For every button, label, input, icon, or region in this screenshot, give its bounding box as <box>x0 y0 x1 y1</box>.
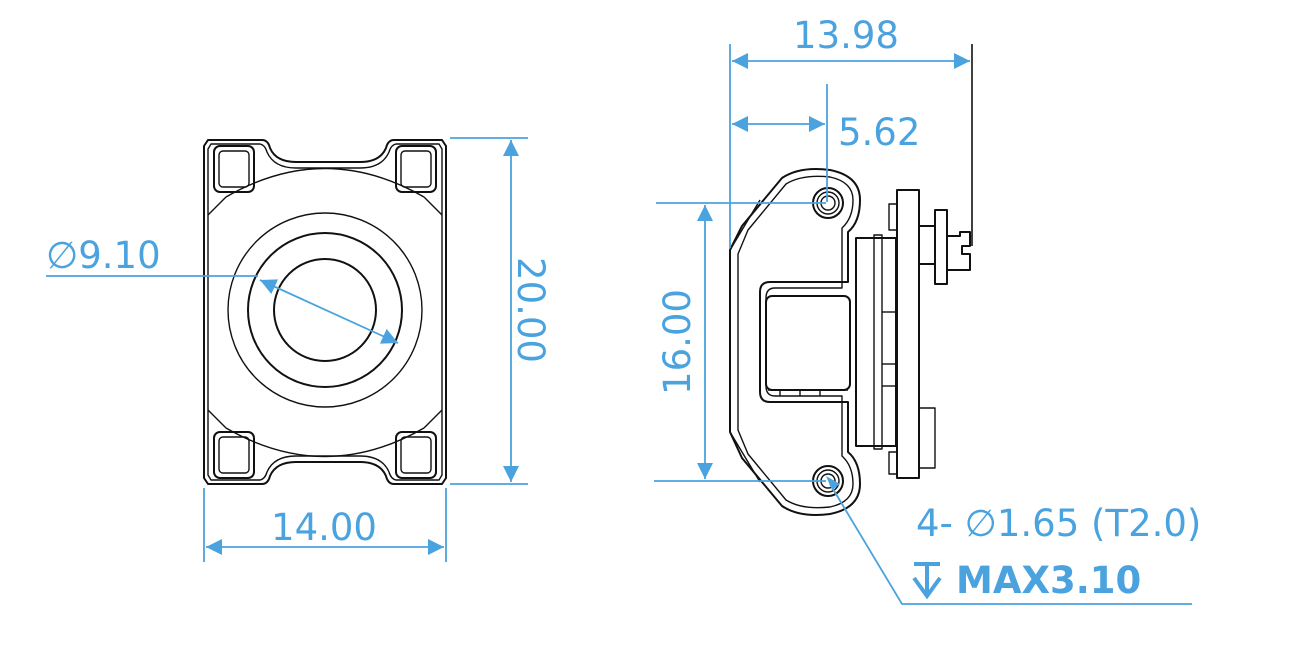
side-dimensions: 13.98 5.62 16.00 4- ∅1.65 (T2.0) MAX3.10 <box>654 14 1201 605</box>
front-chamfer-lines <box>207 196 443 429</box>
side-flange-outline <box>729 168 861 516</box>
front-view <box>203 139 447 485</box>
front-corner-pads <box>213 145 437 479</box>
side-pcb <box>896 189 920 479</box>
front-body-inner <box>207 143 443 481</box>
hole-offset-dimension-label: 5.62 <box>838 111 920 154</box>
front-outer-ring <box>227 212 423 408</box>
front-middle-ring <box>247 232 403 388</box>
height-dimension-label: 20.00 <box>509 257 552 363</box>
width-dimension-label: 14.00 <box>271 506 377 549</box>
side-connector-pins <box>946 231 971 271</box>
diameter-dimension-label: ∅9.10 <box>46 234 161 277</box>
side-connector-bottom <box>918 407 936 469</box>
side-view <box>729 168 971 516</box>
side-pcb-component-bottom <box>888 451 898 475</box>
side-switch-rail <box>873 234 883 450</box>
side-chamfer-lines <box>729 199 761 483</box>
front-body-outline <box>203 139 447 485</box>
side-pcb-component-top <box>888 203 898 231</box>
depth-callout-label: MAX3.10 <box>956 559 1141 602</box>
front-dimensions: 14.00 20.00 ∅9.10 <box>46 137 552 562</box>
side-flange-inner <box>737 175 854 509</box>
side-switch-body <box>855 237 897 447</box>
side-bracket <box>765 295 851 391</box>
hole-callout-label: 4- ∅1.65 (T2.0) <box>916 502 1201 545</box>
side-connector-top <box>918 225 936 265</box>
hole-callout-leader <box>829 483 1192 605</box>
overall-depth-dimension-label: 13.98 <box>793 14 899 57</box>
front-arc-lines <box>225 167 425 458</box>
side-mounting-holes <box>812 187 844 497</box>
side-connector-flange <box>934 209 948 285</box>
depth-arrow-icon <box>912 562 942 600</box>
hole-spacing-dimension-label: 16.00 <box>656 289 699 395</box>
